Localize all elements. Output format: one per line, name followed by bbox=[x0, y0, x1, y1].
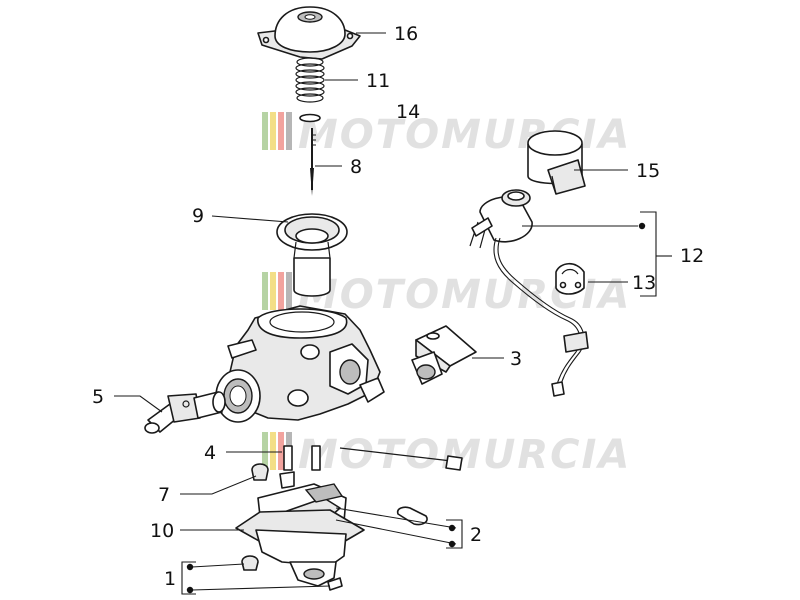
part-9-diaphragm-slide bbox=[276, 213, 348, 297]
part-3-adjuster bbox=[411, 325, 477, 385]
leader-dots bbox=[186, 222, 646, 594]
callout-5: 5 bbox=[92, 386, 104, 408]
leader-lines bbox=[114, 32, 672, 595]
part-11-spring bbox=[295, 57, 325, 103]
part-13-clip bbox=[555, 262, 585, 295]
callout-2: 2 bbox=[470, 524, 482, 546]
part-15-sleeve bbox=[527, 130, 586, 195]
callout-12: 12 bbox=[680, 245, 704, 267]
callout-15: 15 bbox=[636, 160, 660, 182]
part-10-float-bowl bbox=[235, 509, 365, 587]
callout-8: 8 bbox=[350, 156, 362, 178]
callout-10: 10 bbox=[150, 520, 174, 542]
carburetor-body bbox=[215, 305, 385, 423]
callout-11: 11 bbox=[366, 70, 390, 92]
callout-1: 1 bbox=[164, 568, 176, 590]
callout-13: 13 bbox=[632, 272, 656, 294]
part-8-needle bbox=[310, 128, 316, 196]
part-12-choke-assembly bbox=[469, 189, 589, 397]
part-4-jets bbox=[283, 445, 463, 471]
part-5-elbow-fitting bbox=[144, 391, 226, 434]
callout-3: 3 bbox=[510, 348, 522, 370]
callout-7: 7 bbox=[158, 484, 170, 506]
part-1-screws bbox=[241, 555, 343, 591]
watermark-text: MOTOMURCIA bbox=[298, 432, 631, 478]
callout-9: 9 bbox=[192, 205, 204, 227]
callout-4: 4 bbox=[204, 442, 216, 464]
callout-14: 14 bbox=[396, 101, 420, 123]
part-16-top-cover bbox=[257, 6, 361, 60]
part-14-washer bbox=[299, 113, 321, 123]
callout-16: 16 bbox=[394, 23, 418, 45]
callout-labels: 16 11 14 8 15 9 12 13 3 5 4 7 2 10 1 bbox=[92, 23, 704, 590]
watermark-bottom: MOTOMURCIA bbox=[262, 432, 631, 478]
